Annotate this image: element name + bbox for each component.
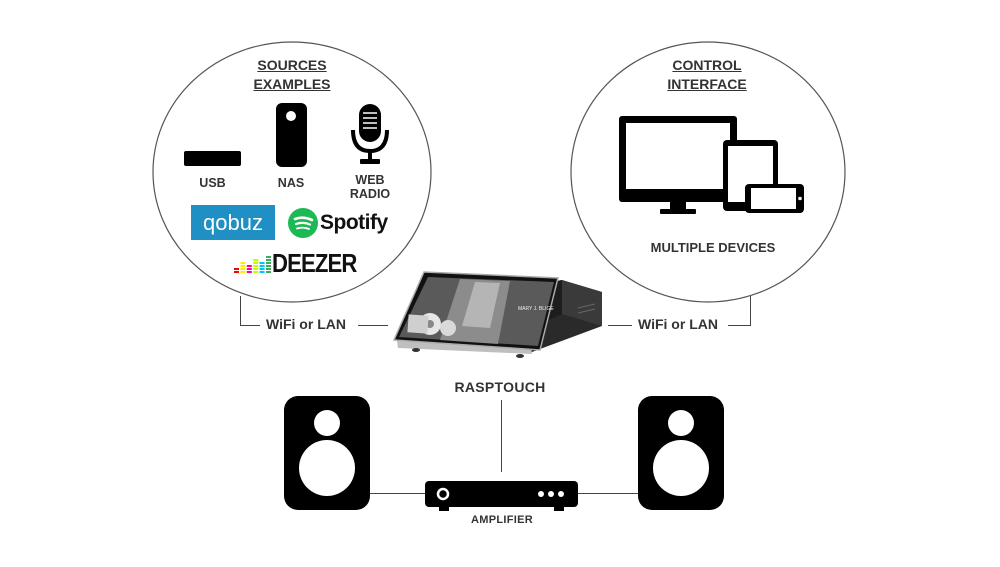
deezer-bar-segment <box>240 271 246 273</box>
control-title: CONTROL INTERFACE <box>667 57 747 92</box>
deezer-bar-segment <box>266 262 271 264</box>
amplifier-icon <box>425 481 578 511</box>
deezer-bar-segment <box>266 268 271 270</box>
deezer-bar-segment <box>240 265 246 267</box>
deezer-bar-segment <box>266 265 271 267</box>
deezer-bar-segment <box>259 271 265 273</box>
multiple-devices-label: MULTIPLE DEVICES <box>650 240 776 255</box>
deezer-bar-segment <box>266 271 271 273</box>
deezer-equalizer-icon <box>234 256 271 273</box>
left-speaker-amplifier-line <box>370 493 426 494</box>
deezer-bar-segment <box>234 271 239 273</box>
usb-icon <box>184 151 241 166</box>
deezer-bar-segment <box>253 262 259 264</box>
qobuz-logo-text: qobuz <box>203 210 263 235</box>
smartphone-icon <box>745 184 804 213</box>
amplifier-label: AMPLIFIER <box>471 514 533 526</box>
deezer-bar-segment <box>246 271 252 273</box>
microphone-icon <box>351 104 389 164</box>
rasptouch-device-image: MARY J. BLIGE <box>392 271 602 358</box>
nas-label: NAS <box>277 176 305 190</box>
sources-title: SOURCES EXAMPLES <box>253 57 331 92</box>
deezer-bar-segment <box>234 268 239 270</box>
deezer-bar-segment <box>253 268 259 270</box>
deezer-bar-segment <box>253 259 259 261</box>
deezer-bar-segment <box>259 262 265 264</box>
right-bracket-vertical <box>750 296 751 326</box>
deezer-logo-text: DEEZER <box>272 248 357 278</box>
deezer-bar-segment <box>240 268 246 270</box>
nas-icon <box>276 103 307 167</box>
screen-album-title: MARY J. BLIGE <box>518 306 554 312</box>
deezer-bar-segment <box>259 265 265 267</box>
monitor-icon <box>619 116 737 214</box>
left-bracket-horizontal-b <box>358 325 388 326</box>
qobuz-logo: qobuz <box>191 205 275 240</box>
deezer-bar-segment <box>240 262 246 264</box>
left-bracket-horizontal-a <box>240 325 262 326</box>
left-bracket-vertical <box>240 296 241 326</box>
right-speaker-icon <box>638 396 724 510</box>
spotify-logo-text: Spotify <box>320 211 388 234</box>
deezer-bar-segment <box>253 271 259 273</box>
left-speaker-icon <box>284 396 370 510</box>
spotify-icon <box>288 208 318 238</box>
right-bracket-horizontal-b <box>728 325 750 326</box>
deezer-bar-segment <box>246 268 252 270</box>
usb-label: USB <box>199 176 226 190</box>
right-connection-label: WiFi or LAN <box>632 316 724 332</box>
deezer-bar-segment <box>266 259 271 261</box>
right-speaker-amplifier-line <box>578 493 638 494</box>
rasptouch-amplifier-line <box>501 400 502 472</box>
deezer-bar-segment <box>259 268 265 270</box>
deezer-bar-segment <box>246 265 252 267</box>
left-connection-label: WiFi or LAN <box>260 316 352 332</box>
deezer-bar-segment <box>253 265 259 267</box>
right-bracket-horizontal-a <box>608 325 634 326</box>
rasptouch-label: RASPTOUCH <box>454 379 546 395</box>
webradio-label: WEB RADIO <box>349 173 391 201</box>
deezer-bar-segment <box>266 256 271 258</box>
